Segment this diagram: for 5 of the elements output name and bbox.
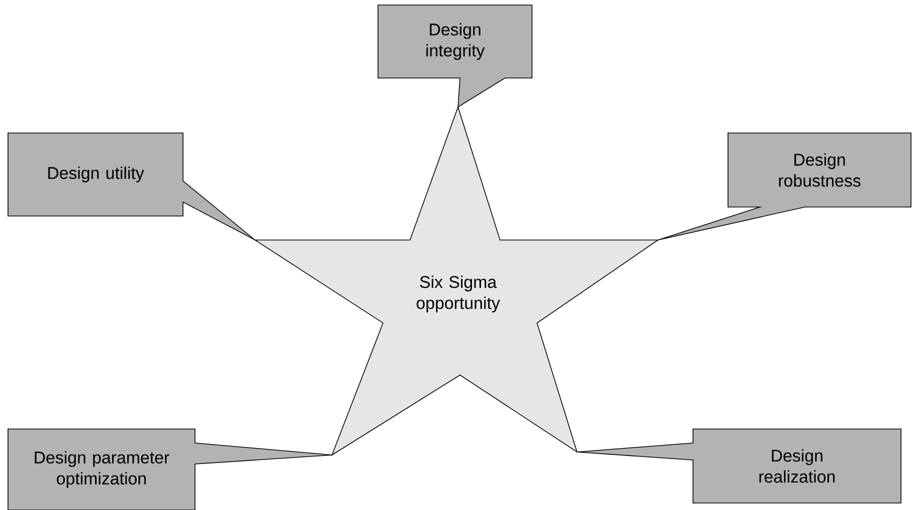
callout-box: Design robustness — [658, 132, 912, 240]
callout-box: Design utility — [8, 132, 258, 242]
callout-box: Design parameter optimization — [8, 428, 332, 510]
callout-box: Design realization — [576, 428, 902, 504]
callout-box: Design integrity — [378, 4, 532, 108]
